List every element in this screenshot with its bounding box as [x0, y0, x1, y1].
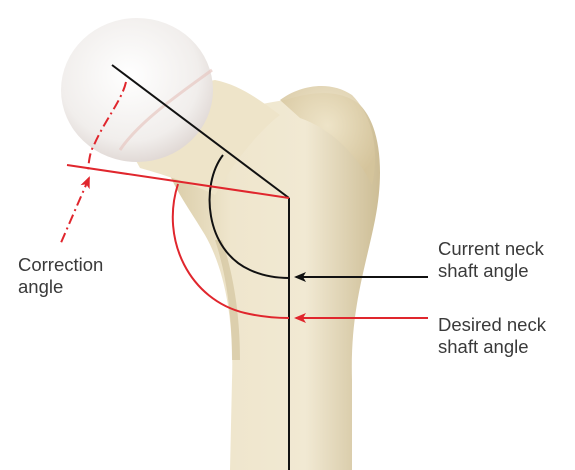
correction-leader-line	[60, 178, 89, 245]
current-neck-shaft-angle-label: Current neck shaft angle	[438, 238, 544, 282]
desired-neck-shaft-angle-label: Desired neck shaft angle	[438, 314, 546, 358]
correction-angle-label: Correction angle	[18, 254, 103, 298]
femoral-head	[61, 18, 213, 162]
